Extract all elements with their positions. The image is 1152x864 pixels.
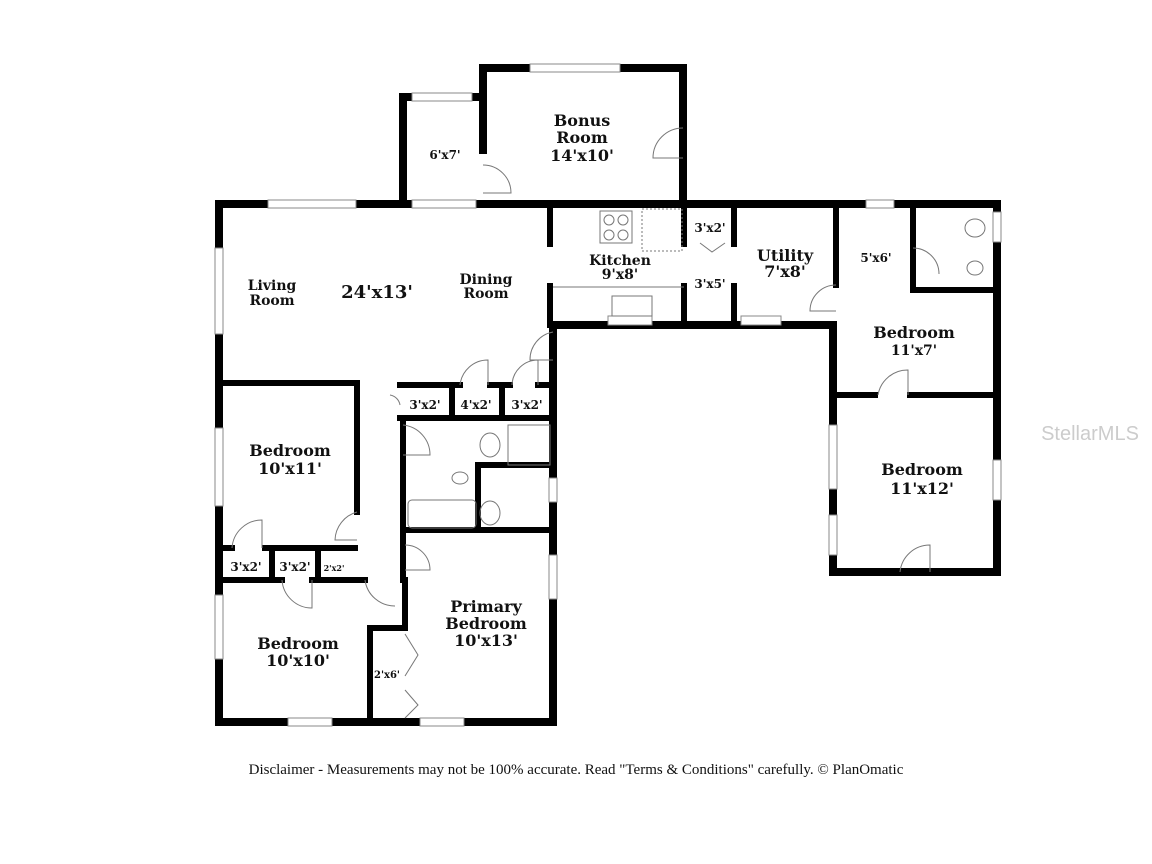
- dining-room-label-2: Room: [463, 286, 508, 302]
- primary-bedroom-label-2: Bedroom: [445, 614, 527, 633]
- bedroom-e-label: Bedroom: [881, 460, 963, 479]
- closet-3-size: 3'x2': [511, 398, 542, 412]
- closet-1-size: 3'x2': [409, 398, 440, 412]
- closet-6-size: 2'x2': [324, 563, 345, 573]
- watermark: StellarMLS: [1041, 423, 1139, 445]
- closet-4-size: 3'x2': [230, 560, 261, 574]
- windows: [214, 63, 1002, 727]
- living-room-label: Living: [248, 278, 297, 294]
- pantry-a-size: 3'x2': [694, 221, 725, 235]
- bonus-room-label: Bonus: [554, 111, 610, 130]
- closet-5-size: 3'x2': [279, 560, 310, 574]
- bedroom-ne-size: 11'x7': [891, 343, 937, 359]
- primary-bedroom-label: Primary: [450, 597, 522, 616]
- kitchen-size: 9'x8': [602, 267, 638, 283]
- small-room-size: 6'x7': [429, 148, 460, 162]
- doors: [231, 127, 940, 719]
- bedroom-w-size: 10'x11': [258, 459, 322, 478]
- utility-size: 7'x8': [764, 262, 806, 281]
- living-room-label-2: Room: [249, 293, 294, 309]
- bonus-room-size: 14'x10': [550, 146, 614, 165]
- primary-bedroom-size: 10'x13': [454, 631, 518, 650]
- bonus-room-label-2: Room: [556, 128, 608, 147]
- utility-label: Utility: [757, 246, 814, 265]
- kitchen-label: Kitchen: [589, 253, 651, 269]
- bedroom-sw-size: 10'x10': [266, 651, 330, 670]
- disclaimer: Disclaimer - Measurements may not be 100…: [248, 762, 904, 778]
- bedroom-sw-label: Bedroom: [257, 634, 339, 653]
- walls: [215, 64, 1001, 726]
- fixtures: [407, 208, 986, 529]
- bedroom-w-label: Bedroom: [249, 441, 331, 460]
- pantry-b-size: 3'x5': [694, 277, 725, 291]
- bedroom-e-size: 11'x12': [890, 479, 954, 498]
- dining-room-label: Dining: [460, 272, 513, 288]
- bath-size: 5'x6': [860, 251, 891, 265]
- room-labels: Bonus Room 14'x10' 6'x7' Living Room 24'…: [230, 111, 962, 681]
- closet-2-size: 4'x2': [460, 398, 491, 412]
- living-room-size: 24'x13': [341, 282, 413, 303]
- bedroom-ne-label: Bedroom: [873, 323, 955, 342]
- closet-7-size: 2'x6': [374, 670, 400, 681]
